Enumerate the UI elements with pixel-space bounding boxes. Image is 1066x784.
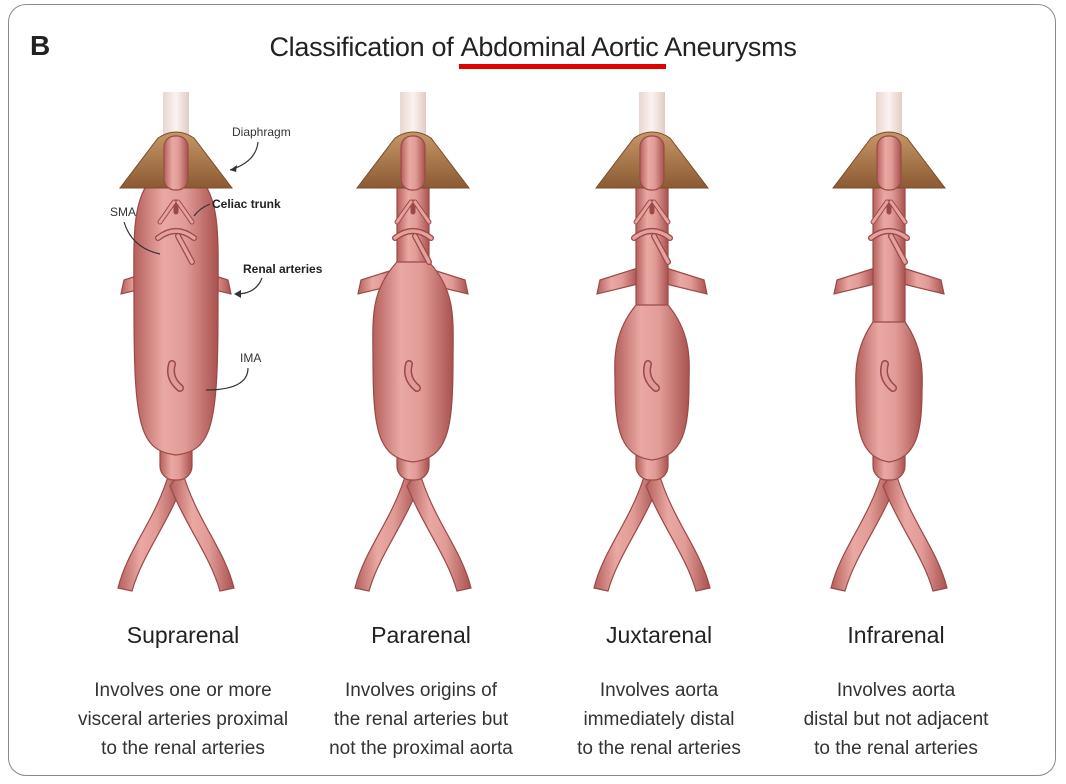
aneurysm-sac — [856, 322, 923, 462]
ima-label: IMA — [240, 351, 261, 365]
aorta-through-diaphragm — [877, 136, 901, 190]
desc-line: immediately distal — [539, 705, 779, 734]
type-title-infrarenal: Infrarenal — [776, 622, 1016, 649]
desc-line: Involves origins of — [301, 676, 541, 705]
right-renal-artery — [903, 268, 944, 294]
type-desc-juxtarenal: Involves aorta immediately distal to the… — [539, 676, 779, 763]
desc-line: the renal arteries but — [301, 705, 541, 734]
aorta-figure-suprarenal — [118, 92, 234, 591]
desc-line: visceral arteries proximal — [63, 705, 303, 734]
left-renal-artery — [597, 268, 638, 294]
aorta-through-diaphragm — [164, 136, 188, 190]
aorta-figure-pararenal — [355, 92, 471, 591]
desc-line: not the proximal aorta — [301, 734, 541, 763]
aneurysm-sac — [373, 262, 453, 462]
type-title-pararenal: Pararenal — [301, 622, 541, 649]
type-desc-infrarenal: Involves aorta distal but not adjacent t… — [776, 676, 1016, 763]
celiac-label: Celiac trunk — [212, 197, 281, 211]
desc-line: Involves aorta — [776, 676, 1016, 705]
sma-label: SMA — [110, 205, 136, 219]
right-iliac-artery — [170, 470, 234, 591]
desc-line: distal but not adjacent — [776, 705, 1016, 734]
aorta-figure-infrarenal — [831, 92, 947, 591]
type-title-suprarenal: Suprarenal — [63, 622, 303, 649]
renal-label: Renal arteries — [243, 262, 323, 276]
left-renal-artery — [834, 268, 875, 294]
desc-line: to the renal arteries — [776, 734, 1016, 763]
diaphragm-label: Diaphragm — [232, 125, 291, 139]
type-title-juxtarenal: Juxtarenal — [539, 622, 779, 649]
desc-line: to the renal arteries — [63, 734, 303, 763]
right-iliac-artery — [407, 470, 471, 591]
desc-line: Involves one or more — [63, 676, 303, 705]
type-desc-suprarenal: Involves one or more visceral arteries p… — [63, 676, 303, 763]
right-renal-artery — [666, 268, 707, 294]
desc-line: to the renal arteries — [539, 734, 779, 763]
aorta-through-diaphragm — [640, 136, 664, 190]
aorta-through-diaphragm — [401, 136, 425, 190]
type-desc-pararenal: Involves origins of the renal arteries b… — [301, 676, 541, 763]
right-iliac-artery — [883, 470, 947, 591]
aorta-figure-juxtarenal — [594, 92, 710, 591]
desc-line: Involves aorta — [539, 676, 779, 705]
right-iliac-artery — [646, 470, 710, 591]
